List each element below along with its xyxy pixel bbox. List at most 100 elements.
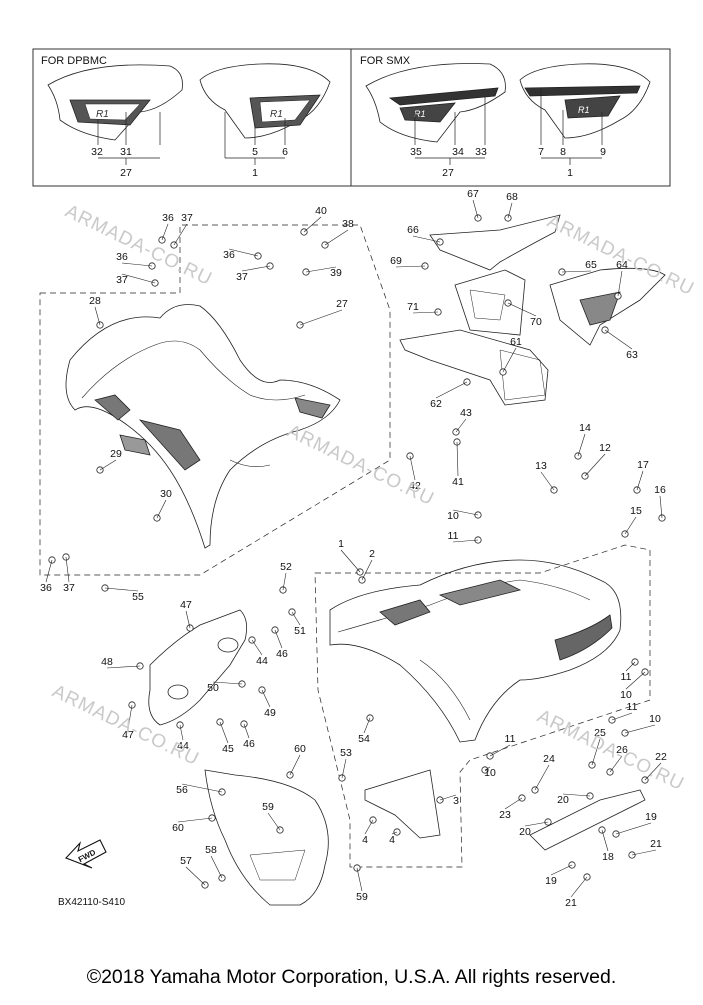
inset-left-cowl-smx xyxy=(365,63,506,143)
callout-label: 10 xyxy=(620,689,632,701)
leader-line xyxy=(456,441,459,477)
leader-line xyxy=(570,876,588,898)
leader-line xyxy=(65,556,70,583)
leader-line xyxy=(341,758,347,779)
right-side-cowling xyxy=(329,559,622,743)
callout-label: 9 xyxy=(600,146,606,158)
callout-label: 26 xyxy=(616,744,628,756)
callout-label: 47 xyxy=(122,729,134,741)
callout-label: 6 xyxy=(282,146,288,158)
leader-line xyxy=(562,793,591,797)
inset-right-cowl-smx xyxy=(519,63,651,139)
leader-line xyxy=(604,329,633,350)
fwd-arrow: FWD xyxy=(65,839,107,869)
leader-line xyxy=(177,817,213,823)
leader-line xyxy=(210,855,223,879)
leader-line xyxy=(299,309,343,326)
callout-label: 25 xyxy=(594,727,606,739)
callout-label: 55 xyxy=(132,591,144,603)
leader-line xyxy=(550,864,573,876)
leader-line xyxy=(609,755,623,773)
leader-line xyxy=(524,821,549,827)
leader-line xyxy=(185,610,191,629)
callout-label: 22 xyxy=(655,751,667,763)
leader-line xyxy=(561,270,592,273)
callout-label: 44 xyxy=(177,740,189,752)
callout-label: 49 xyxy=(264,707,276,719)
leader-line xyxy=(615,822,652,835)
leader-line xyxy=(282,572,287,591)
leader-line xyxy=(412,311,439,314)
callout-label: 20 xyxy=(557,794,569,806)
leader-line xyxy=(577,433,586,457)
leader-line xyxy=(507,302,537,317)
callout-label: 40 xyxy=(315,205,327,217)
side-panel-assembly xyxy=(148,609,248,726)
leader-line xyxy=(104,587,139,592)
callout-label: 65 xyxy=(585,259,597,271)
callout-label: 39 xyxy=(330,267,342,279)
callout-label: 4 xyxy=(362,834,368,846)
callout-label: 36 xyxy=(40,582,52,594)
leader-line xyxy=(364,819,374,835)
leader-line xyxy=(452,509,479,516)
callout-label: 21 xyxy=(650,838,662,850)
leader-line xyxy=(412,235,441,243)
callout-label: 64 xyxy=(616,259,628,271)
leader-line xyxy=(504,797,523,810)
inset-right-cowl-dpbmc xyxy=(199,63,331,139)
callout-label: 17 xyxy=(637,459,649,471)
callout-label: 69 xyxy=(390,255,402,267)
callout-label: 1 xyxy=(252,167,258,179)
leader-line xyxy=(94,306,101,326)
leader-line xyxy=(624,724,656,734)
callout-label: 1 xyxy=(338,538,344,550)
hardware-details xyxy=(48,214,666,889)
leader-line xyxy=(391,831,398,835)
callout-label: 44 xyxy=(256,655,268,667)
leader-line xyxy=(121,273,156,284)
callout-label: 11 xyxy=(621,671,632,683)
callout-label: 10 xyxy=(447,510,459,522)
leader-line xyxy=(243,723,250,739)
leader-line xyxy=(455,418,467,433)
leader-line xyxy=(185,866,206,886)
callout-label: 32 xyxy=(91,146,103,158)
leader-line xyxy=(409,455,416,481)
upper-duct-assembly xyxy=(399,214,666,406)
leader-line xyxy=(361,559,373,581)
callout-label: 10 xyxy=(649,713,661,725)
leader-line xyxy=(228,248,259,257)
copyright-notice: ©2018 Yamaha Motor Corporation, U.S.A. A… xyxy=(86,966,617,988)
callout-label: 71 xyxy=(407,301,419,313)
leader-line xyxy=(173,223,188,246)
callout-label: 27 xyxy=(442,167,454,179)
svg-text:R1: R1 xyxy=(578,105,590,115)
callout-label: 7 xyxy=(538,146,544,158)
leader-line xyxy=(156,499,167,519)
leader-line xyxy=(212,681,243,685)
callout-label: 37 xyxy=(236,271,248,283)
callout-label: 28 xyxy=(89,295,101,307)
leader-line xyxy=(274,629,283,649)
leader-line xyxy=(127,704,133,730)
leader-line xyxy=(439,794,457,801)
leader-line xyxy=(624,516,637,535)
lower-panel xyxy=(204,769,329,906)
callout-label: 36 xyxy=(223,249,235,261)
callout-label: 23 xyxy=(499,809,511,821)
callout-label: 62 xyxy=(430,398,442,410)
callout-label: 37 xyxy=(63,582,75,594)
callout-label: 53 xyxy=(340,747,352,759)
callout-label: 1 xyxy=(567,167,573,179)
leader-line xyxy=(591,738,601,766)
callout-label: 42 xyxy=(409,480,421,492)
inset-title-dpbmc: FOR DPBMC xyxy=(41,55,107,67)
callout-label: 63 xyxy=(626,349,638,361)
leader-line xyxy=(484,766,491,771)
callout-label: 37 xyxy=(116,274,128,286)
leader-line xyxy=(161,223,169,241)
callout-label: 46 xyxy=(243,738,255,750)
